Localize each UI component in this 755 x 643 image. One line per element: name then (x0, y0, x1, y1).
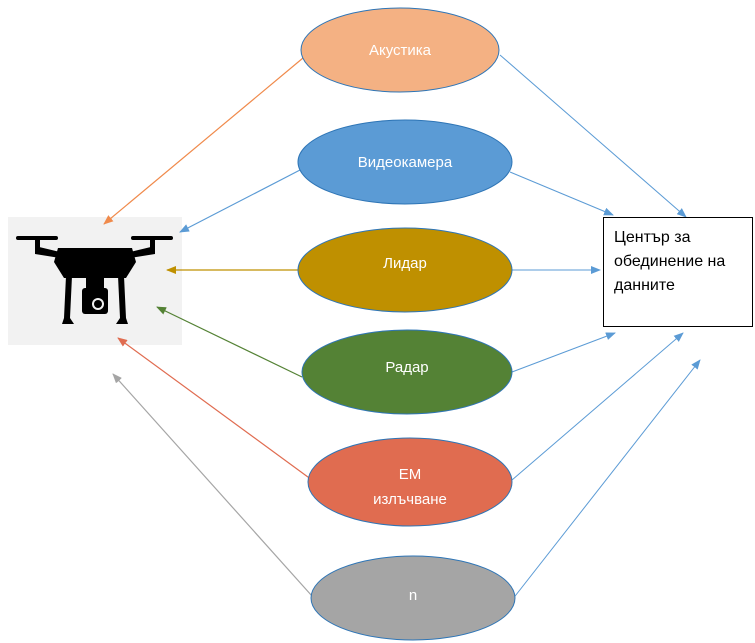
drone-image (8, 217, 182, 345)
arrow-videokamera-to-center (509, 171, 614, 216)
fusion-center-line1: Център за (614, 229, 691, 246)
drone-icon (16, 236, 173, 324)
arrow-n-to-center (511, 359, 701, 601)
node-em-label-line2: излъчване (373, 491, 447, 508)
arrow-n-to-drone (112, 373, 313, 597)
fusion-center-line2: обединение на (614, 253, 726, 270)
arrow-radar-to-drone (156, 306, 303, 378)
fusion-center-box: Център за обединение на данните (603, 217, 753, 327)
node-n: n (310, 555, 516, 641)
node-lidar: Лидар (297, 227, 513, 313)
node-em: ЕМ излъчване (307, 437, 513, 527)
arrow-videokamera-to-drone (179, 169, 301, 233)
node-videokamera: Видеокамера (297, 119, 513, 205)
arrow-radar-to-center (511, 332, 616, 373)
node-videokamera-label: Видеокамера (358, 154, 453, 171)
node-radar: Радар (301, 329, 513, 415)
node-akustika-label: Акустика (369, 42, 432, 59)
arrow-em-to-drone (117, 337, 313, 481)
arrow-akustika-to-center (499, 54, 687, 218)
node-radar-label: Радар (385, 359, 428, 376)
arrow-akustika-to-drone (103, 57, 304, 225)
node-em-label-line1: ЕМ (399, 466, 422, 483)
node-lidar-label: Лидар (383, 255, 427, 272)
node-n-label: n (409, 587, 417, 604)
arrow-em-to-center (511, 332, 684, 481)
node-akustika: Акустика (300, 7, 500, 93)
fusion-center-line3: данните (614, 277, 675, 294)
